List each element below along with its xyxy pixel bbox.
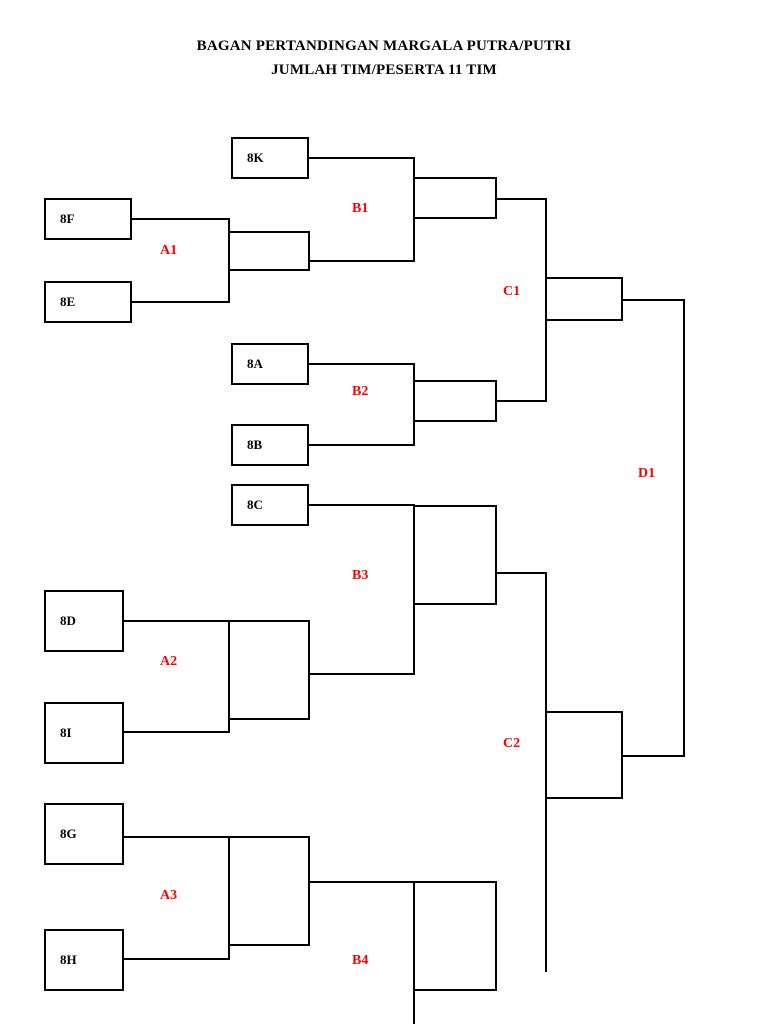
team-box-8E: 8E [44,281,132,323]
team-label: 8I [60,725,72,740]
connector-a3-vertical [228,836,230,960]
match-label-b4: B4 [352,953,369,968]
connector-8h-to-a3 [124,958,230,960]
team-label: 8E [60,294,76,309]
connector-b3-to-c2 [497,572,547,574]
connector-8d-to-a2 [124,620,230,622]
connector-a3-to-b4 [310,881,415,883]
match-label-c1: C1 [503,284,521,299]
team-label: 8C [247,497,263,512]
team-box-8G: 8G [44,803,124,865]
match-label-d1: D1 [638,466,656,481]
connector-8c-to-b3 [309,504,415,506]
winner-box-b4 [413,881,497,991]
connector-b1-to-c1 [497,198,547,200]
connector-8a-to-b2 [309,363,415,365]
team-box-8A: 8A [231,343,309,385]
connector-c1-to-d1 [623,299,685,301]
match-label-a2: A2 [160,654,178,669]
winner-box-c1 [545,277,623,321]
winner-box-a2 [228,620,310,720]
connector-b1-vertical [413,157,415,262]
connector-c2-vertical [545,572,547,972]
connector-8b-to-b2 [309,444,415,446]
connector-b2-to-c1 [497,400,547,402]
connector-a2-vertical [228,620,230,733]
match-label-b3: B3 [352,568,369,583]
team-box-8H: 8H [44,929,124,991]
connector-c2-to-d1 [623,755,685,757]
connector-b4-vertical [413,881,415,1024]
team-box-8K: 8K [231,137,309,179]
connector-8i-to-a2 [124,731,230,733]
connector-a2-to-b3 [310,673,415,675]
team-label: 8D [60,613,76,628]
connector-8f-to-a1 [132,218,230,220]
winner-box-b3 [413,505,497,605]
match-label-a1: A1 [160,243,178,258]
team-label: 8K [247,150,264,165]
connector-d1-vertical [683,299,685,756]
connector-8e-to-a1 [132,301,230,303]
match-label-c2: C2 [503,736,521,751]
team-box-8C: 8C [231,484,309,526]
page-title-line-2: JUMLAH TIM/PESERTA 11 TIM [271,62,497,78]
winner-box-b2 [413,380,497,422]
winner-box-a3 [228,836,310,946]
team-box-8B: 8B [231,424,309,466]
connector-8g-to-a3 [124,836,230,838]
winner-box-a1 [228,231,310,271]
connector-b3-vertical [413,504,415,675]
match-label-a3: A3 [160,888,178,903]
connector-a1-vertical [228,218,230,302]
team-box-8I: 8I [44,702,124,764]
connector-8k-to-b1 [309,157,415,159]
team-box-8D: 8D [44,590,124,652]
team-label: 8H [60,952,77,967]
team-label: 8F [60,211,75,226]
match-label-b2: B2 [352,384,369,399]
team-label: 8G [60,826,77,841]
page-title-line-1: BAGAN PERTANDINGAN MARGALA PUTRA/PUTRI [196,38,572,54]
connector-b2-vertical [413,363,415,446]
team-box-8F: 8F [44,198,132,240]
connector-c1-vertical [545,198,547,402]
winner-box-c2 [545,711,623,799]
connector-a1-to-b1 [310,260,415,262]
team-label: 8A [247,356,263,371]
winner-box-b1 [413,177,497,219]
match-label-b1: B1 [352,201,369,216]
team-label: 8B [247,437,263,452]
